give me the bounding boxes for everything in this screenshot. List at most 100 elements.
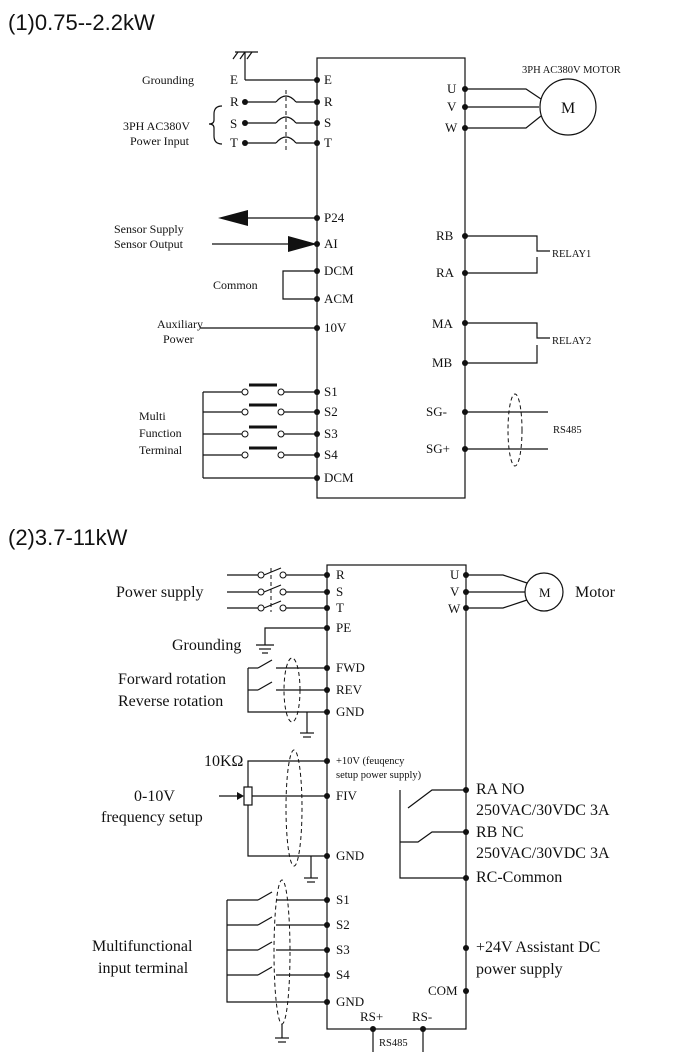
- diagram1-multi-label-3: Terminal: [139, 443, 183, 457]
- diagram1-terminal-s: S: [324, 115, 331, 130]
- diagram2-power-supply-label: Power supply: [116, 584, 204, 601]
- diagram2-input-switches: [226, 879, 327, 1043]
- diagram1-terminal-sg-plus: SG+: [426, 441, 450, 456]
- diagram1-auxiliary-label-1: Auxiliary: [157, 317, 203, 331]
- diagram2-ground-icon: [256, 627, 327, 654]
- diagram1-multi-label-1: Multi: [139, 409, 166, 423]
- diagram1-terminal-dcm-2: DCM: [324, 470, 354, 485]
- diagram1-auxiliary-label-2: Power: [163, 332, 194, 346]
- diagram1-common-loop: [282, 270, 317, 300]
- diagram1-heading: (1)0.75--2.2kW: [8, 10, 155, 35]
- diagram2-multi-label-2: input terminal: [98, 960, 189, 977]
- diagram1-terminal-s4: S4: [324, 447, 338, 462]
- diagram1-power-wires: [242, 90, 317, 150]
- diagram2-motor-icon: [463, 572, 564, 612]
- diagram2-terminal-gnd-2: GND: [336, 848, 364, 863]
- diagram2-terminal-s1: S1: [336, 892, 350, 907]
- diagram1-terminal-ma: MA: [432, 316, 454, 331]
- diagram1-terminal-sg-minus: SG-: [426, 404, 447, 419]
- diagram2-relay-rb-rating: 250VAC/30VDC 3A: [476, 845, 610, 862]
- diagram1-terminal-s1: S1: [324, 384, 338, 399]
- diagram1-terminal-u: U: [447, 81, 457, 96]
- diagram1-rs485-label: RS485: [553, 425, 582, 436]
- diagram1-outer-r: R: [230, 94, 239, 109]
- diagram2-rs485-label: RS485: [379, 1038, 408, 1049]
- diagram1-terminal-acm: ACM: [324, 291, 354, 306]
- diagram2-terminal-s: S: [336, 584, 343, 599]
- diagram1-terminal-t: T: [324, 135, 332, 150]
- diagram1-terminal-p24: P24: [324, 210, 345, 225]
- diagram2-24v-label-2: power supply: [476, 961, 563, 978]
- diagram1-rs485-cable: [462, 393, 548, 467]
- diagram2-terminal-fiv: FIV: [336, 788, 358, 803]
- diagram1-terminal-ai: AI: [324, 236, 338, 251]
- diagram1-terminal-10v: 10V: [324, 320, 347, 335]
- diagram1-p24-arrow-icon: [218, 210, 317, 226]
- diagram1-terminal-v: V: [447, 99, 457, 114]
- diagram2-terminal-10v-sub: setup power supply): [336, 770, 422, 781]
- diagram1-motor-icon: [462, 78, 597, 136]
- diagram2-relay-ra-rating: 250VAC/30VDC 3A: [476, 802, 610, 819]
- diagram1-terminal-dcm: DCM: [324, 263, 354, 278]
- diagram2-terminal-w: W: [448, 601, 461, 616]
- diagram1-outer-t: T: [230, 135, 238, 150]
- diagram2-terminal-rs-minus: RS-: [412, 1009, 432, 1024]
- diagram1-inverter-box: [316, 57, 466, 499]
- diagram1-relay2-label: RELAY2: [552, 336, 591, 347]
- diagram2-terminal-gnd-3: GND: [336, 994, 364, 1009]
- diagram1-common-label: Common: [213, 278, 258, 292]
- diagram2-relay-icon: [399, 787, 469, 881]
- diagram1-power-input-label-1: 3PH AC380V: [123, 119, 190, 133]
- diagram2-multi-label-1: Multifunctional: [92, 938, 193, 955]
- diagram2-com-dot: [463, 988, 469, 994]
- diagram2-terminal-gnd-1: GND: [336, 704, 364, 719]
- diagram1-sensor-supply-label: Sensor Supply: [114, 222, 184, 236]
- diagram1-relay2-icon: [462, 320, 550, 366]
- diagram1-outer-s: S: [230, 116, 237, 131]
- diagram2-terminal-s3: S3: [336, 942, 350, 957]
- diagram1-terminal-s2: S2: [324, 404, 338, 419]
- diagram1-terminal-e: E: [324, 72, 332, 87]
- diagram2-power-switches: [227, 567, 327, 612]
- diagram2-motor-label: Motor: [575, 584, 616, 601]
- diagram2-motor-symbol: M: [539, 585, 551, 600]
- diagram1-left-terminal-dots: [314, 77, 320, 481]
- diagram2-terminal-rev: REV: [336, 682, 363, 697]
- diagram2-terminal-com: COM: [428, 983, 458, 998]
- diagram1-terminal-rb: RB: [436, 228, 454, 243]
- diagram2-forward-label: Forward rotation: [118, 671, 226, 688]
- diagram1-terminal-ra: RA: [436, 265, 455, 280]
- diagram2-relay-rb: RB NC: [476, 824, 524, 841]
- diagram2-freq-label-1: 0-10V: [134, 788, 175, 805]
- diagram2-terminal-pe: PE: [336, 620, 351, 635]
- diagram1-motor-label: 3PH AC380V MOTOR: [522, 65, 621, 76]
- diagram2-potentiometer-icon: [219, 749, 327, 883]
- diagram2-relay-rc: RC-Common: [476, 869, 562, 886]
- diagram2-terminal-v: V: [450, 584, 460, 599]
- diagram1-switch-bank: [202, 383, 317, 479]
- diagram2-freq-label-2: frequency setup: [101, 809, 203, 826]
- diagram2-resistor-label: 10KΩ: [204, 753, 244, 770]
- diagram2-terminal-r: R: [336, 567, 345, 582]
- diagram2-terminal-rs-plus: RS+: [360, 1009, 383, 1024]
- diagram2-relay-ra: RA NO: [476, 781, 524, 798]
- diagram1-terminal-mb: MB: [432, 355, 453, 370]
- diagram1-sensor-output-label: Sensor Output: [114, 237, 184, 251]
- diagram1-ai-arrow-icon: [212, 236, 317, 252]
- diagram2-24v-label-1: +24V Assistant DC: [476, 939, 600, 956]
- diagram1-relay1-label: RELAY1: [552, 249, 591, 260]
- diagram1-terminal-w: W: [445, 120, 458, 135]
- diagram1-outer-e: E: [230, 72, 238, 87]
- diagram1-grounding-label: Grounding: [142, 73, 194, 87]
- diagram2-rs485-connector: [370, 1026, 426, 1052]
- diagram2-terminal-s2: S2: [336, 917, 350, 932]
- diagram2-fwd-rev-switches: [247, 657, 327, 738]
- diagram2-heading: (2)3.7-11kW: [8, 525, 128, 550]
- diagram2-terminal-fwd: FWD: [336, 660, 365, 675]
- diagram1-ground-icon: [232, 51, 317, 81]
- diagram1-motor-symbol: M: [561, 100, 575, 117]
- diagram1-power-input-label-2: Power Input: [130, 134, 190, 148]
- diagram1-multi-label-2: Function: [139, 426, 182, 440]
